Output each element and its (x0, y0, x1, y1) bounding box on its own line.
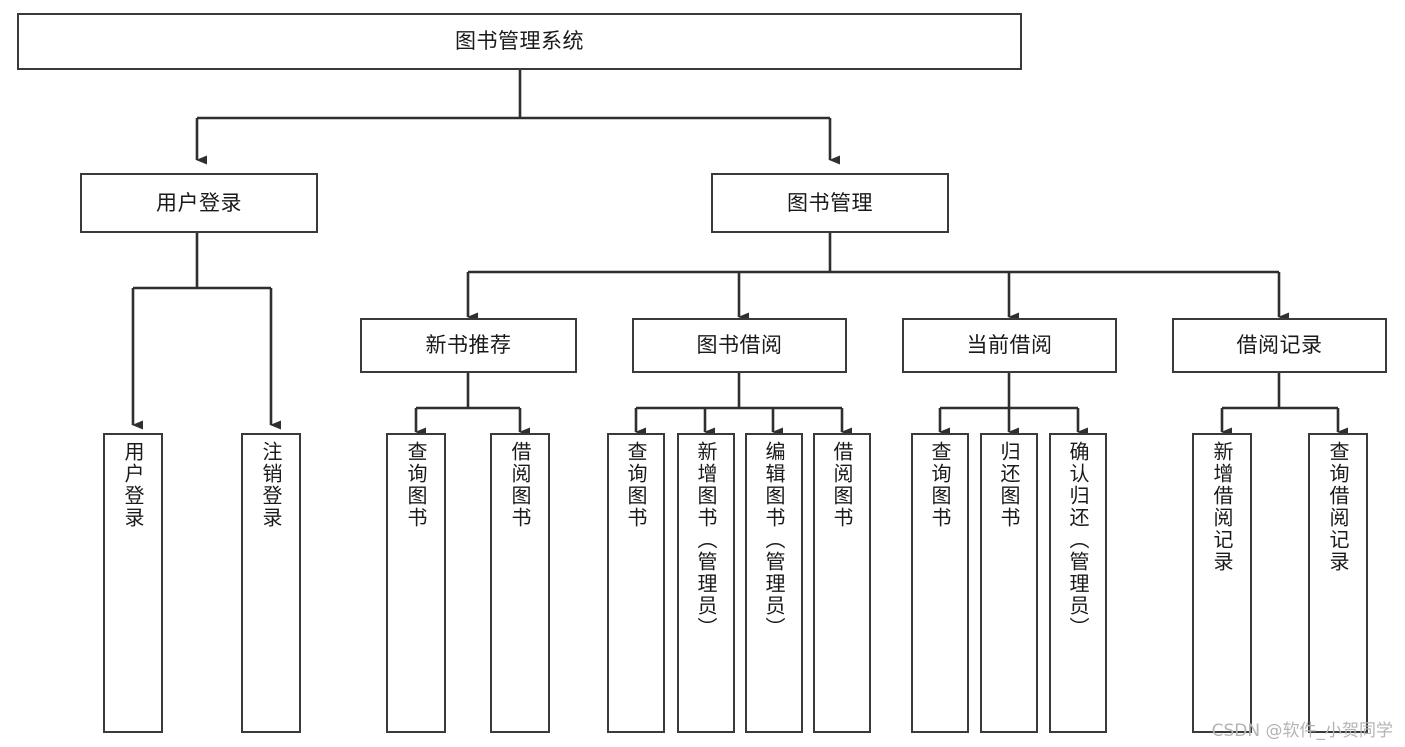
leaf-bookborrow-add[interactable]: 新增图书（管理员） (677, 433, 735, 733)
leaf-bookborrow-edit[interactable]: 编辑图书（管理员） (745, 433, 803, 733)
leaf-bookborrow-borrow-label: 借阅图书 (830, 441, 854, 529)
leaf-currentborrow-confirm-label: 确认归还（管理员） (1066, 441, 1090, 639)
leaf-currentborrow-return[interactable]: 归还图书 (980, 433, 1038, 733)
leaf-borrowrecord-query-label: 查询借阅记录 (1326, 441, 1350, 573)
node-new-book-label: 新书推荐 (425, 333, 512, 358)
leaf-logout[interactable]: 注销登录 (241, 433, 301, 733)
node-root-label: 图书管理系统 (455, 29, 584, 54)
leaf-user-login[interactable]: 用户登录 (103, 433, 163, 733)
node-current-borrow[interactable]: 当前借阅 (902, 318, 1117, 373)
node-book-manage[interactable]: 图书管理 (711, 173, 949, 233)
leaf-bookborrow-borrow[interactable]: 借阅图书 (813, 433, 871, 733)
leaf-borrowrecord-add-label: 新增借阅记录 (1210, 441, 1234, 573)
node-new-book[interactable]: 新书推荐 (360, 318, 577, 373)
node-book-borrow[interactable]: 图书借阅 (632, 318, 847, 373)
leaf-newbook-query-label: 查询图书 (404, 441, 428, 529)
leaf-bookborrow-edit-label: 编辑图书（管理员） (762, 441, 786, 639)
node-user-login-label: 用户登录 (156, 190, 242, 215)
leaf-newbook-borrow-label: 借阅图书 (508, 441, 532, 529)
leaf-currentborrow-query-label: 查询图书 (928, 441, 952, 529)
leaf-bookborrow-query[interactable]: 查询图书 (607, 433, 665, 733)
node-borrow-record[interactable]: 借阅记录 (1172, 318, 1387, 373)
node-root[interactable]: 图书管理系统 (17, 13, 1022, 70)
leaf-bookborrow-add-label: 新增图书（管理员） (694, 441, 718, 639)
leaf-bookborrow-query-label: 查询图书 (624, 441, 648, 529)
leaf-currentborrow-query[interactable]: 查询图书 (911, 433, 969, 733)
leaf-newbook-borrow[interactable]: 借阅图书 (490, 433, 550, 733)
node-book-borrow-label: 图书借阅 (696, 333, 783, 358)
node-book-manage-label: 图书管理 (787, 190, 873, 215)
node-user-login[interactable]: 用户登录 (80, 173, 318, 233)
node-borrow-record-label: 借阅记录 (1236, 333, 1323, 358)
leaf-user-login-label: 用户登录 (121, 441, 145, 529)
leaf-currentborrow-return-label: 归还图书 (997, 441, 1021, 529)
leaf-newbook-query[interactable]: 查询图书 (386, 433, 446, 733)
node-current-borrow-label: 当前借阅 (966, 333, 1053, 358)
leaf-borrowrecord-add[interactable]: 新增借阅记录 (1192, 433, 1252, 733)
leaf-logout-label: 注销登录 (259, 441, 283, 529)
leaf-borrowrecord-query[interactable]: 查询借阅记录 (1308, 433, 1368, 733)
leaf-currentborrow-confirm[interactable]: 确认归还（管理员） (1049, 433, 1107, 733)
